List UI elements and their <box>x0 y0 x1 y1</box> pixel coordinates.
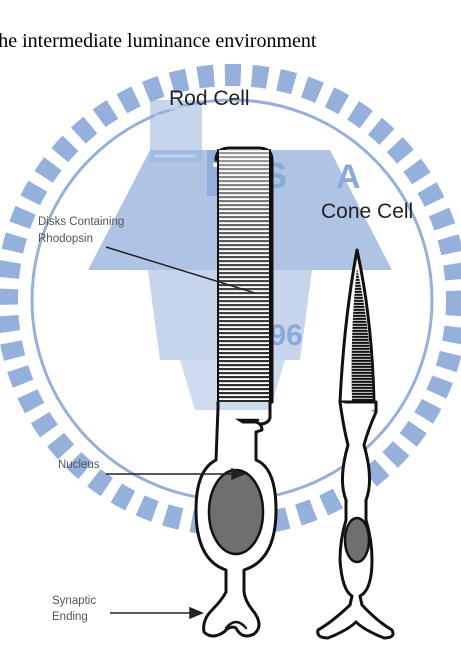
cone-cell <box>318 250 393 638</box>
cone-cell-label: Cone Cell <box>321 200 413 224</box>
synaptic-label-line1: Synaptic <box>52 593 96 609</box>
synaptic-label-line2: Ending <box>52 609 88 625</box>
nucleus-label: Nucleus <box>58 457 100 473</box>
watermark-letter-a: A <box>336 158 361 196</box>
cone-nucleus <box>345 518 369 562</box>
disks-label-line1: Disks Containing <box>38 214 124 230</box>
disks-label-line2: Rhodopsin <box>38 231 93 247</box>
rod-nucleus <box>209 470 263 554</box>
rod-cell-label: Rod Cell <box>169 87 250 111</box>
caption-text: The intermediate luminance environment <box>0 30 316 53</box>
